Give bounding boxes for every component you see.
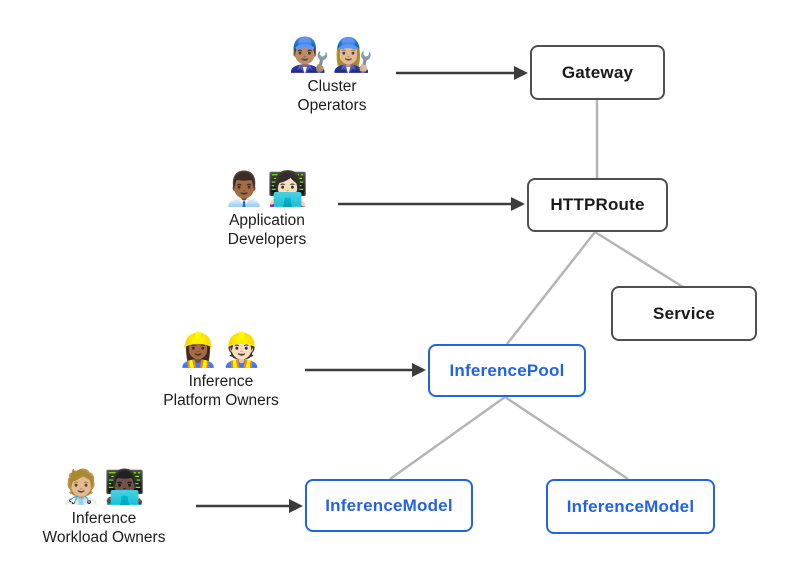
- inference-platform-owners-label-line2: Platform Owners: [163, 392, 279, 409]
- edge-inferencepool-inferencemodel-1: [389, 395, 506, 481]
- node-httproute-label: HTTPRoute: [550, 195, 645, 214]
- cluster-operators-label-line1: Cluster: [307, 78, 357, 95]
- node-service: Service: [611, 286, 757, 341]
- persona-application-developers: 👨🏾‍💼👩🏻‍💻 Application Developers: [157, 167, 377, 249]
- inference-platform-owners-emoji-icon: 👷🏾‍♀️👷🏻: [177, 331, 265, 368]
- node-inferencepool-label: InferencePool: [449, 360, 565, 380]
- edge-inferencepool-inferencemodel-2: [504, 395, 629, 481]
- inference-workload-owners-label-line1: Inference: [71, 510, 137, 527]
- cluster-operators-emoji-icon: 👨🏽‍🔧👩🏼‍🔧: [288, 36, 376, 73]
- node-inferencemodel-2-label: InferenceModel: [566, 496, 695, 516]
- node-gateway: Gateway: [530, 45, 665, 100]
- node-inferencemodel-1: InferenceModel: [305, 479, 473, 532]
- persona-inference-workload-owners: 🧑🏼‍⚕️👨🏿‍💻 Inference Workload Owners: [0, 465, 214, 547]
- inference-platform-owners-label-line1: Inference: [188, 373, 254, 390]
- node-gateway-label: Gateway: [561, 62, 634, 82]
- application-developers-label-line1: Application: [229, 212, 305, 229]
- inference-workload-owners-emoji-icon: 🧑🏼‍⚕️👨🏿‍💻: [60, 468, 148, 505]
- arrow-inference-workload-owners-inferencemodel: [196, 499, 303, 513]
- node-inferencemodel-2: InferenceModel: [546, 479, 715, 534]
- edge-httproute-service: [594, 230, 684, 289]
- node-service-label: Service: [653, 303, 715, 323]
- arrow-inference-platform-owners-inferencepool: [305, 363, 426, 377]
- node-inferencemodel-1-label: InferenceModel: [325, 495, 453, 515]
- arrow-cluster-operators-gateway: [396, 66, 528, 80]
- persona-inference-platform-owners: 👷🏾‍♀️👷🏻 Inference Platform Owners: [111, 328, 331, 410]
- cluster-operators-label-line2: Operators: [297, 97, 367, 114]
- node-httproute: HTTPRoute: [527, 178, 668, 232]
- arrow-application-developers-httproute: [338, 197, 525, 211]
- node-inferencepool: InferencePool: [428, 344, 586, 397]
- persona-cluster-operators: 👨🏽‍🔧👩🏼‍🔧 Cluster Operators: [222, 33, 442, 115]
- application-developers-emoji-icon: 👨🏾‍💼👩🏻‍💻: [223, 170, 311, 207]
- application-developers-label-line2: Developers: [227, 231, 307, 248]
- edge-httproute-inferencepool: [506, 231, 596, 345]
- inference-workload-owners-label-line2: Workload Owners: [42, 529, 166, 546]
